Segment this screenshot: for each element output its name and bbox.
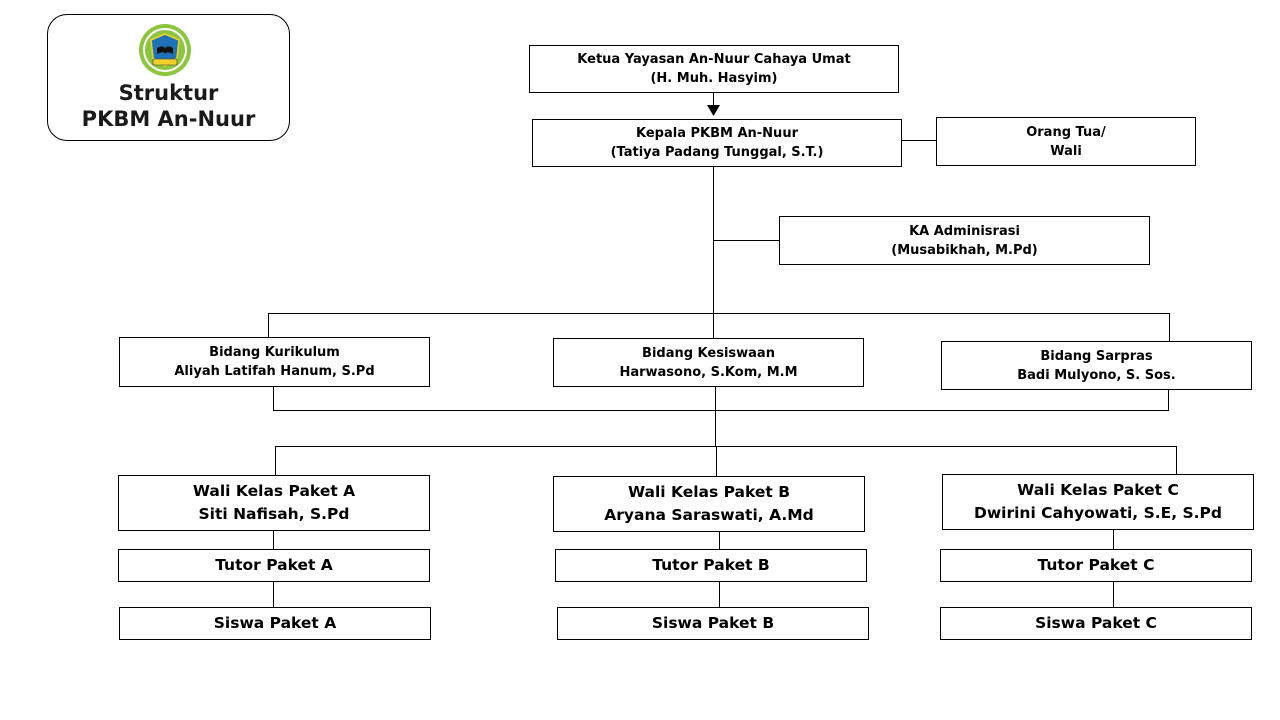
connector-ketua-kepala bbox=[713, 93, 714, 108]
connector-admin bbox=[713, 240, 779, 241]
node-role: Bidang Kesiswaan bbox=[642, 345, 775, 361]
node-person: (H. Muh. Hasyim) bbox=[650, 71, 778, 86]
connector-wali-a-top bbox=[275, 446, 276, 475]
connector-wali-tutor-b bbox=[719, 531, 720, 550]
node-tutor-paket-a: Tutor Paket A bbox=[118, 549, 430, 582]
node-person: Aliyah Latifah Hanum, S.Pd bbox=[174, 364, 375, 379]
node-person: Siti Nafisah, S.Pd bbox=[198, 505, 350, 523]
connector-sarpras-top bbox=[1169, 313, 1170, 342]
title-card: Struktur PKBM An-Nuur bbox=[47, 14, 290, 141]
pkbm-logo-icon bbox=[139, 24, 191, 76]
node-role: Ketua Yayasan An-Nuur Cahaya Umat bbox=[577, 52, 851, 67]
node-siswa-paket-b: Siswa Paket B bbox=[557, 607, 869, 640]
connector-tutor-siswa-b bbox=[719, 581, 720, 607]
node-person: Harwasono, S.Kom, M.M bbox=[619, 364, 798, 380]
page-title: Struktur PKBM An-Nuur bbox=[48, 80, 289, 132]
node-role: KA Adminisrasi bbox=[909, 223, 1020, 239]
node-tutor-paket-b: Tutor Paket B bbox=[555, 549, 867, 582]
node-bidang-kesiswaan: Bidang Kesiswaan Harwasono, S.Kom, M.M bbox=[553, 338, 864, 387]
title-line-1: Struktur bbox=[118, 81, 219, 105]
node-kepala-pkbm: Kepala PKBM An-Nuur (Tatiya Padang Tungg… bbox=[532, 119, 902, 167]
node-role: Wali Kelas Paket A bbox=[192, 482, 356, 500]
node-person: Badi Mulyono, S. Sos. bbox=[1017, 367, 1176, 383]
node-person: (Tatiya Padang Tunggal, S.T.) bbox=[610, 145, 824, 160]
connector-sarpras-bottom bbox=[1168, 389, 1169, 410]
node-person: (Musabikhah, M.Pd) bbox=[891, 242, 1038, 258]
connector-tutor-siswa-c bbox=[1113, 581, 1114, 607]
node-label: Tutor Paket A bbox=[215, 556, 333, 574]
node-person: Aryana Saraswati, A.Md bbox=[604, 506, 814, 524]
node-ka-administrasi: KA Adminisrasi (Musabikhah, M.Pd) bbox=[779, 216, 1150, 265]
connector-wali-b-top bbox=[716, 446, 717, 476]
node-siswa-paket-a: Siswa Paket A bbox=[119, 607, 431, 640]
connector-wali-c-top bbox=[1176, 446, 1177, 474]
node-role: Wali Kelas Paket B bbox=[627, 483, 791, 501]
connector-kurikulum-bottom bbox=[273, 386, 274, 410]
node-tutor-paket-c: Tutor Paket C bbox=[940, 549, 1252, 582]
connector-wali-tutor-c bbox=[1113, 529, 1114, 549]
node-label: Tutor Paket C bbox=[1037, 556, 1155, 574]
node-bidang-kurikulum: Bidang Kurikulum Aliyah Latifah Hanum, S… bbox=[119, 337, 430, 387]
node-role: Orang Tua/ bbox=[1026, 124, 1106, 140]
node-role: Bidang Sarpras bbox=[1040, 348, 1153, 364]
node-person: Wali bbox=[1050, 143, 1082, 159]
node-label: Tutor Paket B bbox=[652, 556, 770, 574]
node-orang-tua: Orang Tua/ Wali bbox=[936, 117, 1196, 166]
connector-bidang-bottom bbox=[273, 410, 1169, 411]
connector-wali-top bbox=[275, 446, 1177, 447]
node-bidang-sarpras: Bidang Sarpras Badi Mulyono, S. Sos. bbox=[941, 341, 1252, 390]
node-wali-kelas-b: Wali Kelas Paket B Aryana Saraswati, A.M… bbox=[553, 476, 865, 532]
connector-bidang-top bbox=[268, 313, 1170, 314]
node-wali-kelas-a: Wali Kelas Paket A Siti Nafisah, S.Pd bbox=[118, 475, 430, 531]
node-label: Siswa Paket A bbox=[213, 614, 337, 632]
node-role: Wali Kelas Paket C bbox=[1017, 481, 1179, 499]
node-ketua-yayasan: Ketua Yayasan An-Nuur Cahaya Umat (H. Mu… bbox=[529, 45, 899, 93]
node-siswa-paket-c: Siswa Paket C bbox=[940, 607, 1252, 640]
node-role: Kepala PKBM An-Nuur bbox=[636, 126, 798, 141]
node-label: Siswa Paket C bbox=[1035, 614, 1157, 632]
node-wali-kelas-c: Wali Kelas Paket C Dwirini Cahyowati, S.… bbox=[942, 474, 1254, 530]
node-role: Bidang Kurikulum bbox=[209, 345, 340, 360]
title-line-2: PKBM An-Nuur bbox=[81, 107, 256, 131]
node-label: Siswa Paket B bbox=[651, 614, 775, 632]
connector-wali-tutor-a bbox=[273, 530, 274, 549]
connector-kurikulum-top bbox=[268, 313, 269, 338]
connector-kepala-orangtua bbox=[901, 140, 937, 141]
connector-tutor-siswa-a bbox=[273, 581, 274, 607]
node-person: Dwirini Cahyowati, S.E, S.Pd bbox=[973, 504, 1223, 522]
arrow-down-icon bbox=[707, 105, 720, 116]
connector-kesiswaan-bottom bbox=[715, 386, 716, 446]
connector-kesiswaan-top bbox=[713, 313, 714, 339]
